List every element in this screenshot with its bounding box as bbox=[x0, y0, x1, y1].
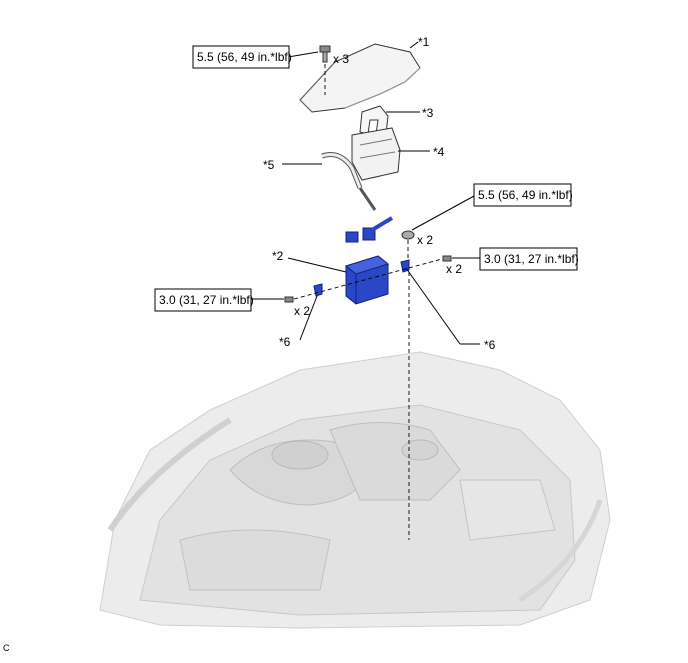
ecu-unit bbox=[344, 255, 390, 305]
callout-1: *1 bbox=[418, 35, 430, 49]
torque-box-nut bbox=[473, 183, 572, 207]
leader-torque-nut bbox=[411, 195, 475, 231]
corner-mark: C bbox=[3, 643, 10, 653]
leader-c2 bbox=[287, 257, 347, 273]
torque-box-right bbox=[479, 247, 578, 271]
relay-block bbox=[351, 127, 401, 181]
bracket-nut bbox=[401, 230, 415, 240]
leader-torque-cover bbox=[287, 51, 319, 58]
connectors bbox=[345, 216, 394, 243]
qty-cover-bolt: x 3 bbox=[333, 52, 349, 66]
callout-6-right: *6 bbox=[484, 338, 496, 352]
torque-label-cover: 5.5 (56, 49 in.*lbf) bbox=[197, 50, 292, 64]
leader-c1 bbox=[409, 41, 419, 49]
callout-3: *3 bbox=[422, 106, 434, 120]
qty-bracket-nut: x 2 bbox=[417, 233, 433, 247]
torque-label-nut: 5.5 (56, 49 in.*lbf) bbox=[478, 188, 573, 202]
leader-c6-right bbox=[405, 267, 461, 345]
mounting-bracket-left bbox=[313, 283, 323, 297]
bolt-axis-line bbox=[293, 258, 443, 300]
leader-c6-left bbox=[299, 295, 318, 341]
qty-left-bolt: x 2 bbox=[294, 304, 310, 318]
callout-4: *4 bbox=[433, 145, 445, 159]
right-bolt bbox=[442, 255, 452, 262]
callout-6-left: *6 bbox=[279, 335, 291, 349]
cover-bolt bbox=[319, 45, 331, 63]
engine-bay-illustration bbox=[99, 351, 611, 629]
torque-label-right: 3.0 (31, 27 in.*lbf) bbox=[484, 252, 579, 266]
callout-2: *2 bbox=[272, 249, 284, 263]
torque-label-left: 3.0 (31, 27 in.*lbf) bbox=[159, 293, 254, 307]
callout-5: *5 bbox=[263, 158, 275, 172]
fuse-box-cover bbox=[299, 43, 421, 113]
left-bolt bbox=[284, 296, 294, 303]
qty-right-bolt: x 2 bbox=[446, 262, 462, 276]
torque-box-left bbox=[154, 288, 252, 312]
wire-harness bbox=[321, 152, 377, 211]
torque-box-cover bbox=[192, 45, 290, 69]
